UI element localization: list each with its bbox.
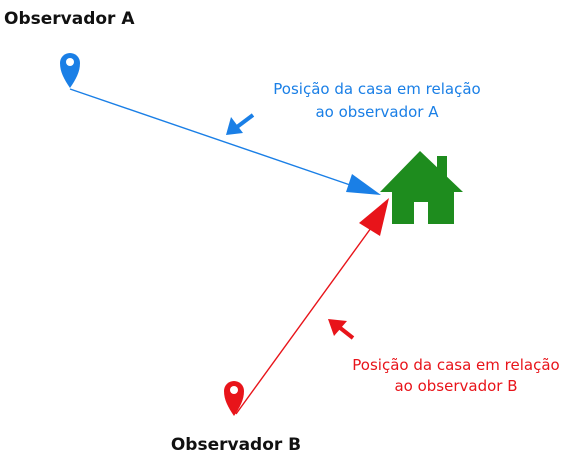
caption-b-line2: ao observador B xyxy=(394,377,517,395)
vector-b-arrowhead xyxy=(359,198,389,236)
caption-a-line1: Posição da casa em relação xyxy=(273,80,480,98)
observer-a-pin-icon xyxy=(60,53,80,88)
observer-b-title: Observador B xyxy=(171,435,301,455)
observer-a-title: Observador A xyxy=(4,9,135,29)
house-icon xyxy=(380,151,463,224)
caption-a-line2: ao observador A xyxy=(315,103,439,121)
observer-b-pin-icon xyxy=(224,381,244,416)
caption-b-arrow-icon xyxy=(328,319,355,340)
vector-b-line xyxy=(235,227,372,415)
caption-a-arrow-icon xyxy=(226,113,255,135)
vector-a-arrowhead xyxy=(346,174,381,195)
vector-a-line xyxy=(69,88,357,188)
caption-b-line1: Posição da casa em relação xyxy=(352,356,559,374)
